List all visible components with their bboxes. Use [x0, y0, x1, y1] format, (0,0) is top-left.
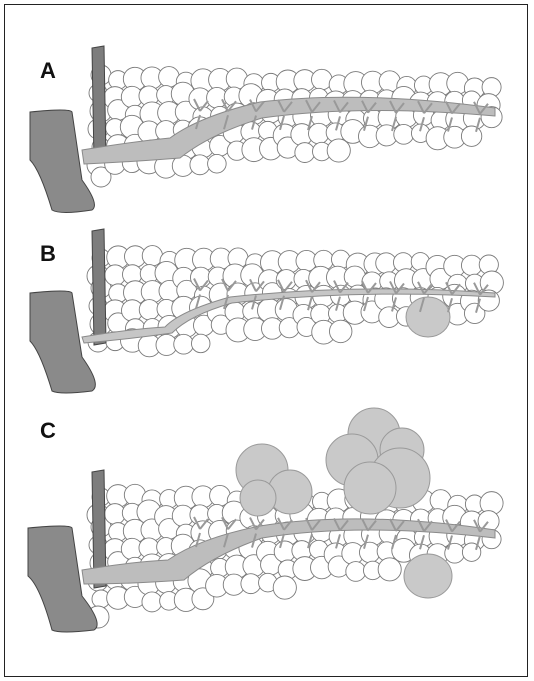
panel-b: B	[0, 225, 534, 435]
lobule	[142, 592, 162, 612]
lobule	[394, 124, 414, 144]
panel-a: A	[0, 30, 534, 240]
panel-c: C	[0, 410, 534, 650]
lobule	[139, 300, 159, 320]
lobule	[191, 334, 209, 352]
lobule	[461, 126, 481, 146]
vein	[92, 46, 106, 162]
pancreas-diagram-c	[0, 410, 534, 650]
cyst-body	[236, 444, 312, 516]
lobule	[327, 139, 350, 162]
lobule	[241, 574, 261, 594]
lobule	[445, 543, 465, 563]
cyst-tail-lower	[404, 554, 452, 598]
vein	[92, 229, 106, 345]
lobule	[295, 143, 315, 163]
lobule	[190, 155, 210, 175]
lobule	[273, 576, 296, 599]
lobule	[329, 320, 351, 342]
lobule	[142, 246, 162, 266]
lobule	[312, 69, 333, 90]
pancreas-diagram-a	[0, 30, 534, 240]
lobule	[378, 558, 401, 581]
pancreas-outline	[87, 65, 502, 187]
lobule	[174, 334, 194, 354]
lobule	[276, 270, 296, 290]
pancreas-diagram-b	[0, 225, 534, 435]
lobule	[208, 154, 227, 173]
small-cyst-tail	[406, 297, 450, 337]
lobule	[346, 562, 366, 582]
